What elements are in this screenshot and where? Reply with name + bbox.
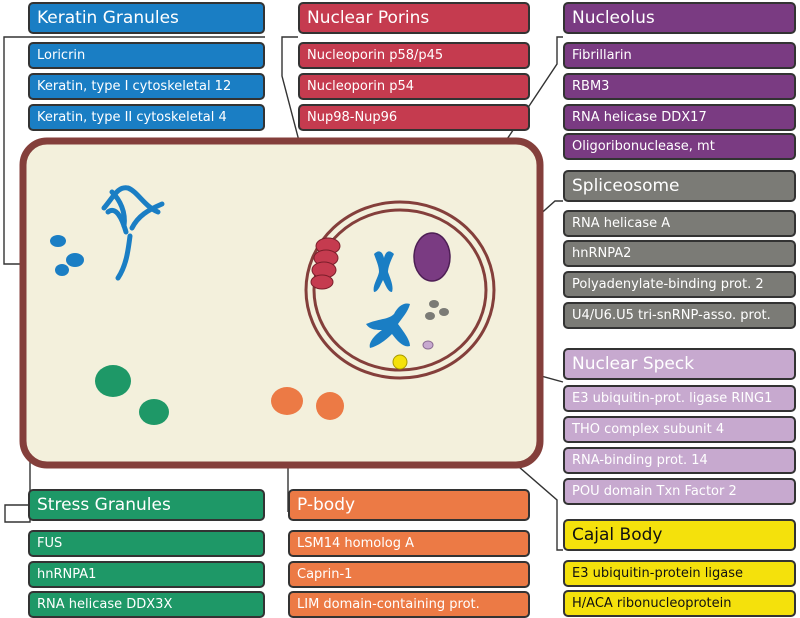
- porins-item: Nup98-Nup96: [298, 104, 530, 131]
- keratin-filament: [129, 201, 165, 231]
- spliceosome-item: U4/U6.U5 tri-snRNP-asso. prot.: [563, 302, 796, 329]
- keratin-item: Keratin, type I cytoskeletal 12: [28, 73, 265, 100]
- p-body: [316, 392, 344, 420]
- speck-item: THO complex subunit 4: [563, 416, 796, 443]
- nucleolus-header: Nucleolus: [563, 2, 796, 34]
- keratin-filament: [105, 208, 129, 235]
- speck-item: POU domain Txn Factor 2: [563, 478, 796, 505]
- chromosome: [366, 303, 410, 348]
- stress-granules: [95, 365, 169, 425]
- speck-header: Nuclear Speck: [563, 348, 796, 380]
- chromosome: [373, 251, 394, 292]
- p-bodies: [271, 387, 344, 420]
- stress-item: hnRNPA1: [28, 561, 265, 588]
- spliceosomes: [425, 300, 449, 320]
- keratin-granule: [66, 253, 84, 267]
- keratin-granules: [50, 235, 84, 276]
- speck-item: E3 ubiquitin-prot. ligase RING1: [563, 385, 796, 412]
- pbody-item: Caprin-1: [288, 561, 530, 588]
- spliceosome-particle: [439, 308, 449, 316]
- keratin-granule: [50, 235, 66, 247]
- spliceosome-item: Polyadenylate-binding prot. 2: [563, 271, 796, 298]
- stress-granule: [95, 365, 131, 397]
- cajal-body: [392, 354, 408, 370]
- pbody-item: LIM domain-containing prot.: [288, 591, 530, 618]
- porins-item: Nucleoporin p58/p45: [298, 42, 530, 69]
- stress-granule: [139, 399, 169, 425]
- stress-item: FUS: [28, 530, 265, 557]
- porins-item: Nucleoporin p54: [298, 73, 530, 100]
- pbody-item: LSM14 homolog A: [288, 530, 530, 557]
- spliceosome-particle: [425, 312, 435, 320]
- keratin-header: Keratin Granules: [28, 2, 265, 34]
- nucleolus-item: Oligoribonuclease, mt: [563, 133, 796, 160]
- cajal-header: Cajal Body: [563, 519, 796, 551]
- nucleolus-item: Fibrillarin: [563, 42, 796, 69]
- keratin-filament: [101, 185, 161, 215]
- keratin-filament: [115, 233, 133, 281]
- porins-header: Nuclear Porins: [298, 2, 530, 34]
- keratin-item: Keratin, type II cytoskeletal 4: [28, 104, 265, 131]
- p-body: [271, 387, 303, 415]
- spliceosome-header: Spliceosome: [563, 170, 796, 202]
- stress-header: Stress Granules: [28, 489, 265, 521]
- cajal-item: E3 ubiquitin-protein ligase: [563, 560, 796, 587]
- keratin-item: Loricrin: [28, 42, 265, 69]
- cajal-item: H/ACA ribonucleoprotein: [563, 590, 796, 617]
- keratin-filaments: [101, 185, 165, 281]
- nucleolus-item: RNA helicase DDX17: [563, 104, 796, 131]
- nuclear-speck: [422, 340, 434, 350]
- spliceosome-item: RNA helicase A: [563, 210, 796, 237]
- stress-item: RNA helicase DDX3X: [28, 591, 265, 618]
- nuclear-envelope-inner: [312, 208, 488, 372]
- keratin-granule: [55, 264, 69, 276]
- chromosomes: [366, 251, 410, 348]
- pore-ring: [310, 274, 334, 290]
- nuclear-pore: [310, 237, 341, 290]
- keratin-filament: [109, 189, 127, 229]
- speck-item: RNA-binding prot. 14: [563, 447, 796, 474]
- pbody-header: P-body: [288, 489, 530, 521]
- spliceosome-particle: [429, 300, 439, 308]
- spliceosome-item: hnRNPA2: [563, 240, 796, 267]
- nucleolus-item: RBM3: [563, 73, 796, 100]
- nucleolus: [413, 232, 451, 282]
